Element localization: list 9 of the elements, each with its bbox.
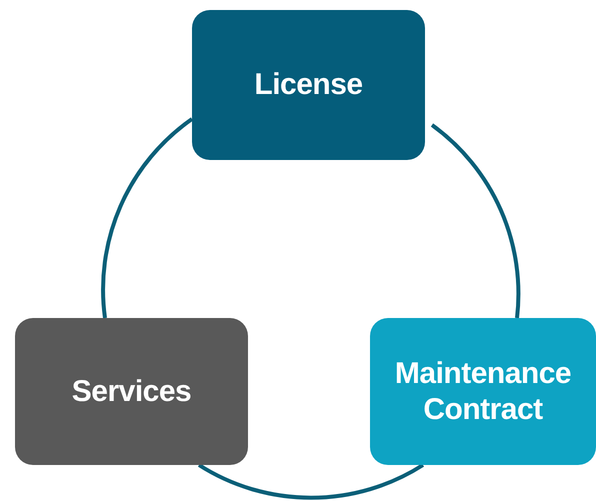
box-label: Maintenance Contract [394, 356, 572, 428]
rounded-box [15, 318, 248, 465]
rounded-box [192, 10, 425, 160]
box-label: Services [72, 374, 192, 410]
connector-arc [430, 123, 520, 318]
connector-arc [101, 117, 194, 318]
rounded-box [370, 318, 596, 465]
box-label: License [254, 67, 363, 103]
connector-arc [198, 463, 424, 500]
